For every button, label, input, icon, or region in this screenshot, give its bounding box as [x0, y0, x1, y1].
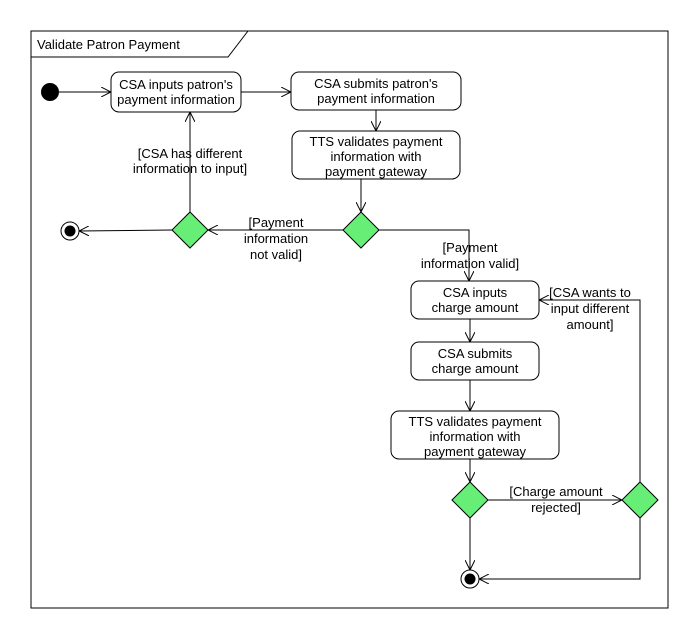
guard-charge-rejected-line-2: rejected] [531, 500, 581, 515]
action-inputs-charge-line-2: charge amount [432, 300, 519, 315]
flow-payment-valid [379, 229, 469, 281]
final-node-2 [460, 569, 480, 589]
action-submits-payment-line-2: payment information [317, 91, 435, 106]
action-submits-payment-line-1: CSA submits patron's [314, 76, 438, 91]
frame-title-tab [31, 30, 249, 58]
action-submits-charge-line-2: charge amount [432, 361, 519, 376]
guard-different-info: [CSA has different information to input] [133, 146, 247, 176]
guard-charge-rejected-line-1: [Charge amount [509, 484, 603, 499]
guard-payment-valid-line-2: information valid] [421, 256, 519, 271]
guard-different-amount-line-3: amount] [567, 317, 614, 332]
guard-different-amount-line-1: [CSA wants to [549, 285, 631, 300]
action-validates-payment-1-line-2: information with [330, 149, 421, 164]
action-submits-charge-line-1: CSA submits [438, 346, 513, 361]
action-validates-payment-2-line-1: TTS validates payment [409, 414, 542, 429]
guard-payment-not-valid-line-3: not valid] [250, 247, 302, 262]
action-validates-payment-2-line-2: information with [429, 429, 520, 444]
guard-charge-rejected: [Charge amount rejected] [509, 484, 603, 515]
guard-payment-valid-line-1: [Payment [443, 240, 498, 255]
flow-to-final-1 [79, 230, 173, 231]
guard-payment-not-valid-line-2: information [244, 231, 308, 246]
guard-payment-not-valid-line-1: [Payment [249, 215, 304, 230]
guard-different-info-line-1: [CSA has different [138, 146, 243, 161]
guard-different-info-line-2: information to input] [133, 161, 247, 176]
initial-node [41, 83, 59, 101]
decision-different-amount [621, 481, 659, 519]
flow-different-amount [539, 300, 641, 482]
final-node-1 [60, 221, 80, 241]
guard-different-amount: [CSA wants to input different amount] [549, 285, 631, 332]
action-validates-payment-2: TTS validates payment information with p… [390, 410, 560, 460]
flows [59, 92, 641, 579]
action-inputs-charge-line-1: CSA inputs [443, 285, 508, 300]
frame-title: Validate Patron Payment [37, 37, 180, 52]
action-inputs-payment-line-2: payment information [117, 92, 235, 107]
action-inputs-payment-line-1: CSA inputs patron's [119, 77, 233, 92]
action-validates-payment-1-line-3: payment gateway [325, 164, 427, 179]
decision-charge-result [451, 481, 489, 519]
guard-payment-valid: [Payment information valid] [421, 240, 519, 271]
action-validates-payment-1-line-1: TTS validates payment [310, 134, 443, 149]
action-inputs-payment: CSA inputs patron's payment information [110, 71, 242, 113]
guard-different-amount-line-2: input different [551, 301, 630, 316]
action-submits-charge: CSA submits charge amount [410, 341, 540, 381]
action-validates-payment-2-line-3: payment gateway [424, 444, 526, 459]
action-submits-payment: CSA submits patron's payment information [290, 71, 462, 111]
diagram-frame: Validate Patron Payment [30, 30, 669, 609]
guard-payment-not-valid: [Payment information not valid] [244, 215, 308, 262]
flow-no-change-to-final [479, 518, 641, 579]
decision-retry-input [171, 211, 209, 249]
action-validates-payment-1: TTS validates payment information with p… [291, 130, 461, 180]
decision-payment-valid [342, 211, 380, 249]
action-inputs-charge: CSA inputs charge amount [410, 280, 540, 320]
